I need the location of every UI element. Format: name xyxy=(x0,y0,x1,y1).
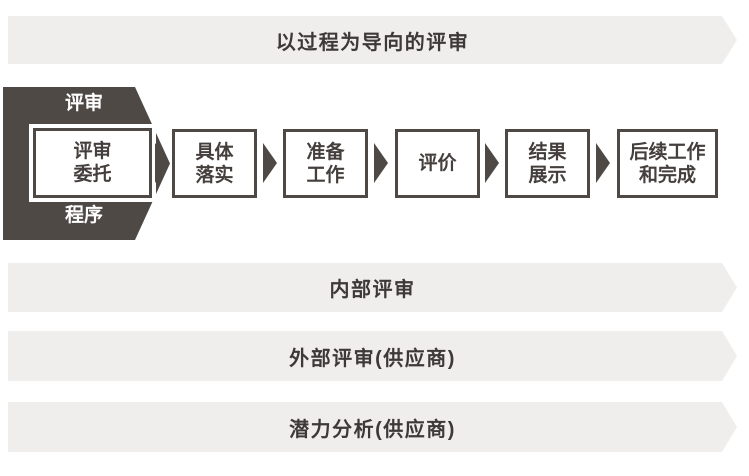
step-arrow-icon xyxy=(155,143,169,183)
step-arrow-icon xyxy=(263,143,277,183)
step-label-line: 落实 xyxy=(195,164,234,186)
step-results-presentation: 结果 展示 xyxy=(505,129,590,198)
banner-internal-review: 内部评审 xyxy=(8,263,737,312)
step-label-line: 评审 xyxy=(73,141,112,162)
banner-external-review: 外部评审(供应商) xyxy=(8,331,737,381)
step-preparation-work: 准备 工作 xyxy=(283,129,368,198)
step-label-line: 准备 xyxy=(306,141,345,163)
banner-potential-analysis-label: 潜力分析(供应商) xyxy=(289,418,456,441)
top-banner-label: 以过程为导向的评审 xyxy=(275,31,470,54)
top-banner: 以过程为导向的评审 xyxy=(8,16,737,64)
step-label-line: 评价 xyxy=(418,153,457,174)
step-follow-up-completion: 后续工作 和完成 xyxy=(617,129,718,198)
step-arrow-icon xyxy=(596,143,610,183)
step-review-commission-box: 评审 委托 xyxy=(33,128,152,198)
step-evaluation: 评价 xyxy=(395,129,480,198)
banner-external-review-label: 外部评审(供应商) xyxy=(289,347,456,370)
step-label-line: 后续工作 xyxy=(629,141,706,163)
step-label-line: 委托 xyxy=(73,164,112,185)
step-review-commission: 评审 委托 xyxy=(29,124,156,202)
step-concrete-implementation: 具体 落实 xyxy=(172,129,257,198)
tab-review-label: 评审 xyxy=(64,93,103,114)
step-label-line: 工作 xyxy=(306,164,345,186)
step-arrow-icon xyxy=(374,143,388,183)
step-label-line: 具体 xyxy=(195,141,234,163)
banner-internal-review-label: 内部评审 xyxy=(329,279,416,301)
step-label-line: 和完成 xyxy=(638,164,696,186)
tab-procedure-label: 程序 xyxy=(64,205,103,226)
step-arrow-icon xyxy=(485,143,499,183)
banner-potential-analysis: 潜力分析(供应商) xyxy=(8,402,737,452)
step-label-line: 结果 xyxy=(528,141,567,163)
step-label-line: 展示 xyxy=(528,164,567,186)
